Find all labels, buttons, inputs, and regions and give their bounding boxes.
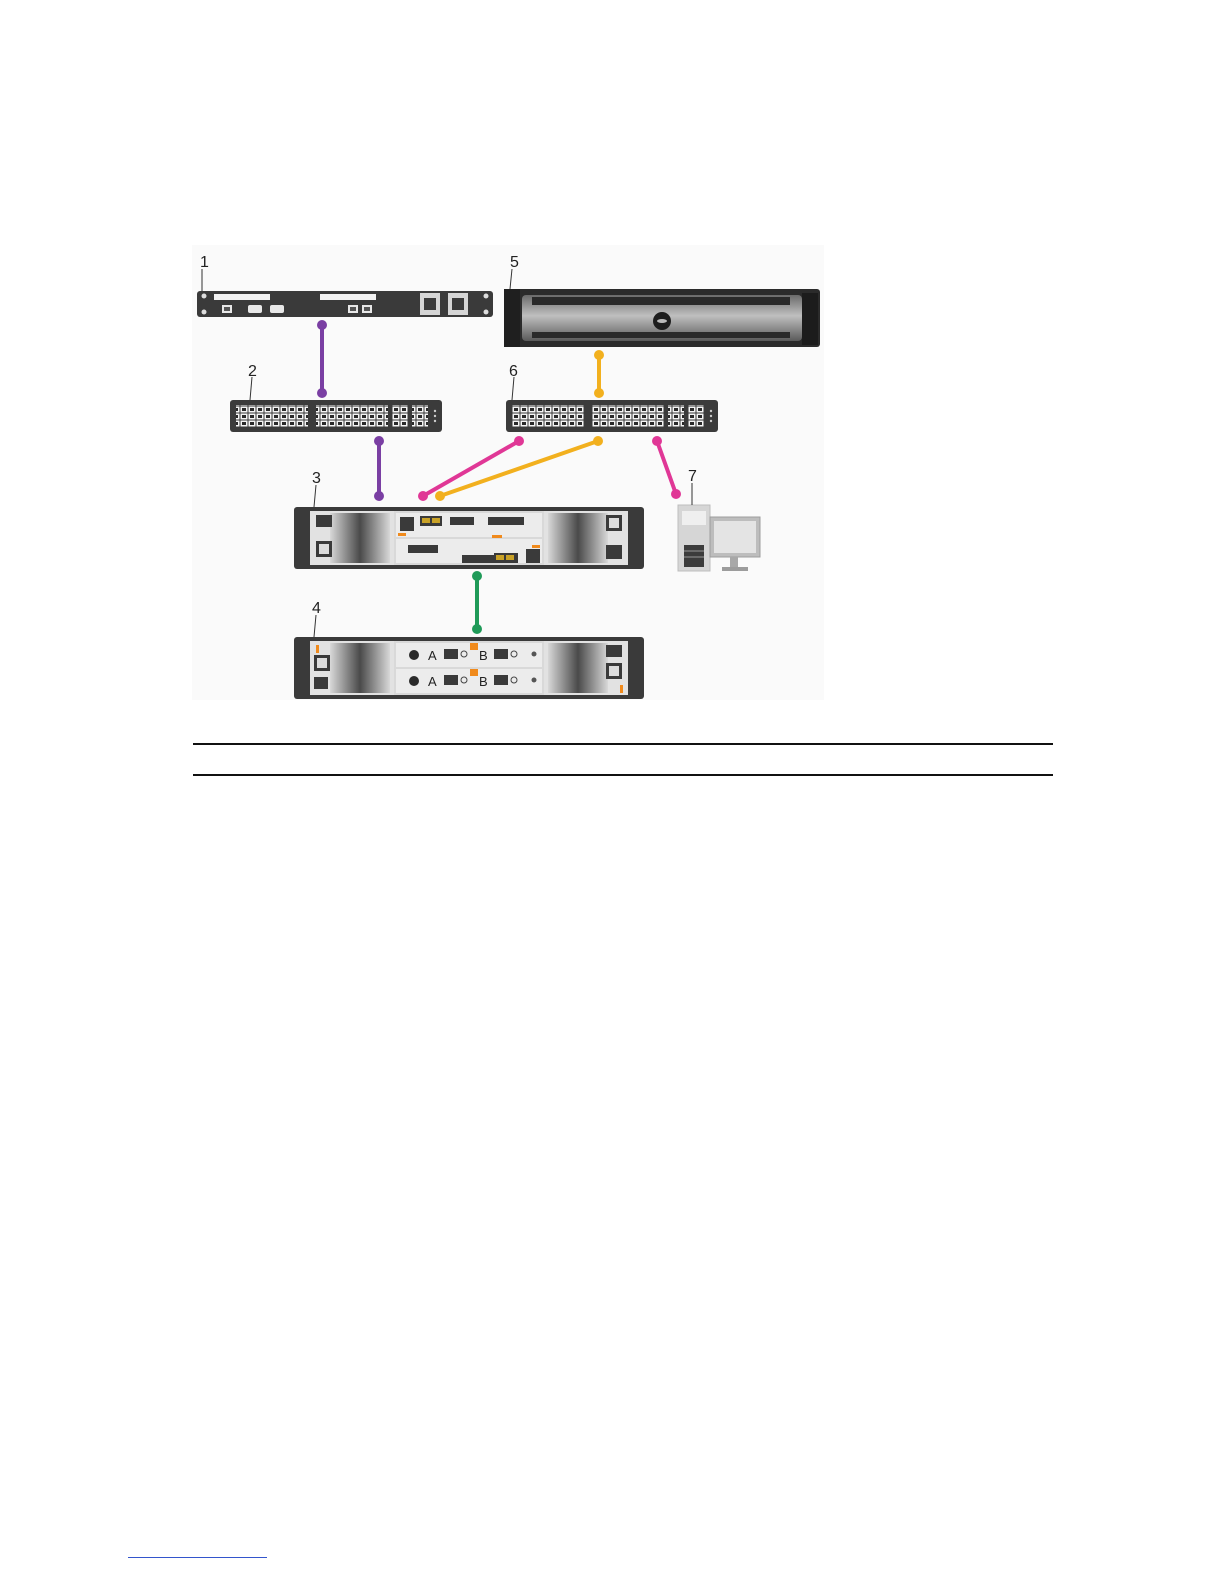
expansion-port-b-bottom: B — [479, 674, 488, 689]
callout-2: 2 — [248, 363, 257, 380]
callout-3: 3 — [312, 470, 321, 487]
device-1-management-panel — [197, 291, 493, 317]
callout-1: 1 — [200, 254, 209, 271]
expansion-port-a-bottom: A — [428, 674, 437, 689]
callout-7: 7 — [688, 468, 697, 485]
device-6-switch — [506, 400, 718, 432]
footer-link-underline[interactable] — [128, 1557, 267, 1558]
device-2-switch — [230, 400, 442, 432]
expansion-port-b-top: B — [479, 648, 488, 663]
callout-6: 6 — [509, 363, 518, 380]
device-3-storage-controller — [294, 507, 644, 569]
table-top-rule — [193, 743, 1053, 745]
device-5-server — [504, 289, 820, 347]
device-4-expansion-enclosure: A B A B — [294, 637, 644, 699]
expansion-port-a-top: A — [428, 648, 437, 663]
table-bottom-rule — [193, 774, 1053, 776]
network-diagram: A B A B — [192, 245, 824, 700]
callout-5: 5 — [510, 254, 519, 271]
callout-4: 4 — [312, 600, 321, 617]
